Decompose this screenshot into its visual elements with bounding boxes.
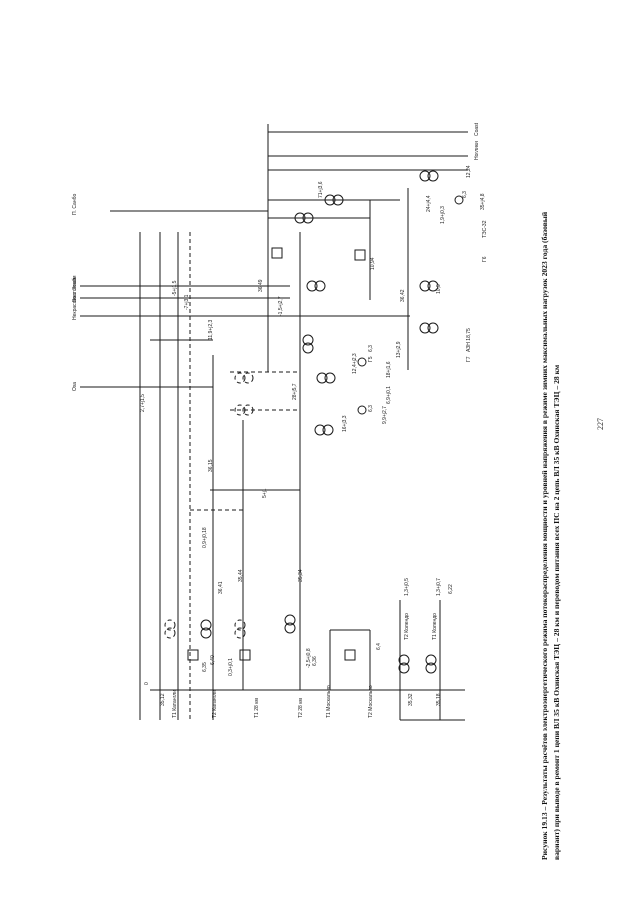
- label-okha: Оха: [72, 382, 78, 391]
- label-t2-kolendo: Т2 Колендо: [404, 613, 410, 640]
- page-number: 227: [596, 418, 605, 430]
- value-v636: 6,36: [312, 656, 318, 666]
- value-v3518: 35,18: [436, 693, 442, 706]
- flow-f10: 28+j5,7: [292, 383, 298, 400]
- flow-f18: -7+j3,1: [184, 294, 190, 310]
- value-v63c: 6,3: [368, 405, 374, 412]
- flow-f12: 2,7+j1,5: [140, 394, 146, 412]
- flow-f14: 1,3+j0,5: [404, 578, 410, 596]
- flow-f2: 24+j4,4: [426, 195, 432, 212]
- flow-f3: 35+j4,8: [480, 193, 486, 210]
- value-v63a: 6,3: [462, 191, 468, 198]
- value-v622: 6,22: [448, 584, 454, 594]
- value-v1094: 10,94: [370, 257, 376, 270]
- flow-f20: -1,5+j2,7: [278, 296, 284, 316]
- flow-f19: -5+j1,5: [172, 280, 178, 296]
- label-t2-katangli: Т2 Катангли: [212, 690, 218, 718]
- value-v3534: 35,34: [298, 569, 304, 582]
- flow-f13: 0,9+j0,18: [202, 527, 208, 548]
- value-v63b: 6,3: [368, 345, 374, 352]
- label-coast: Coast: [474, 122, 480, 136]
- value-v3615: 36,15: [208, 459, 214, 472]
- flow-f9: 16+j3,3: [342, 415, 348, 432]
- flow-f6: 18+j1,6: [386, 361, 392, 378]
- value-v64: 6,4: [376, 643, 382, 650]
- label-tps32: ТЭС-32: [482, 220, 488, 238]
- label-t1-kolendo: Т1 Колендо: [432, 613, 438, 640]
- value-v3512: 35,12: [160, 693, 166, 706]
- value-v3641: 36,41: [218, 581, 224, 594]
- label-g7: Г7: [466, 356, 472, 362]
- flow-f7: 6,9+j0,1: [386, 386, 392, 404]
- flow-f21: -2,5+j0,8: [306, 648, 312, 668]
- value-v640: 6,40: [210, 655, 216, 665]
- value-v0: 0: [144, 682, 150, 685]
- value-v1224: 12,24: [466, 165, 472, 178]
- flow-f16: 12,4+j2,3: [352, 353, 358, 374]
- label-g6: Г6: [482, 256, 488, 262]
- value-v3544: 35,44: [238, 569, 244, 582]
- flow-f15: 1,3+j0,7: [436, 578, 442, 596]
- flow-f22: 0,3+j0,1: [228, 658, 234, 676]
- label-nekrasovka: Некрасовка: [72, 293, 78, 320]
- value-v3649: 36,49: [258, 279, 264, 292]
- flow-f5: 13+j2,9: [396, 341, 402, 358]
- label-t1-katangli: Т1 Катангли: [172, 690, 178, 718]
- value-v3642: 36,42: [400, 289, 406, 302]
- value-v3532: 35,32: [408, 693, 414, 706]
- label-vostochnaya: Восточная: [72, 277, 78, 302]
- label-g5: Г5: [368, 356, 374, 362]
- flow-f1: 71+j3,6: [318, 181, 324, 198]
- label-ekhabi: Эхаби: [72, 275, 78, 290]
- flow-f4: 1,9+j0,3: [440, 206, 446, 224]
- value-v635: 6,35: [202, 662, 208, 672]
- label-azhn: АЗН 18,75: [466, 328, 472, 352]
- label-nogliki-line: Ноглики: [474, 141, 480, 160]
- flow-f17: 11,9+j2,3: [208, 319, 214, 340]
- label-t1-moskalvo: Т1 Москальво: [326, 685, 332, 718]
- value-v109: 10,9: [436, 284, 442, 294]
- label-t1-28km: Т1 28 км: [254, 698, 260, 718]
- flow-f8: 9,9+j2,7: [382, 406, 388, 424]
- figure-caption-line2: вариант) при выводе в ремонт 1 цепи ВЛ 3…: [552, 364, 561, 860]
- figure-caption-line1: Рисунок 19.13 – Результаты расчётов элек…: [540, 211, 549, 860]
- flow-f11: 5+j1: [262, 488, 268, 498]
- label-p-sanbo: П. Санбо: [72, 194, 78, 215]
- label-t2-moskalvo: Т2 Москальво: [368, 685, 374, 718]
- label-t2-28km: Т2 28 км: [298, 698, 304, 718]
